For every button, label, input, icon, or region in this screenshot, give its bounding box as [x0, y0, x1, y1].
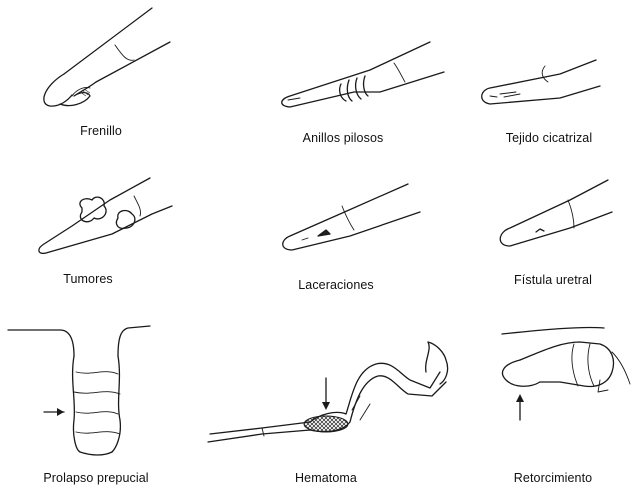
label-laceraciones: Laceraciones [298, 278, 374, 292]
laceraciones-drawing [283, 184, 420, 250]
label-frenillo: Frenillo [80, 124, 122, 138]
label-tumores: Tumores [63, 272, 113, 286]
retorcimiento-drawing [502, 327, 630, 420]
tumores-drawing [39, 178, 172, 253]
fistula-drawing [500, 180, 612, 246]
hematoma-drawing [208, 342, 448, 442]
label-hematoma: Hematoma [295, 471, 357, 485]
anillos-drawing [282, 42, 444, 107]
prolapso-drawing [8, 326, 150, 455]
label-prolapso-prepucial: Prolapso prepucial [43, 471, 148, 485]
label-tejido-cicatrizal: Tejido cicatrizal [506, 131, 592, 145]
label-anillos-pilosos: Anillos pilosos [303, 131, 384, 145]
tejido-drawing [482, 60, 600, 104]
frenillo-drawing [44, 8, 170, 106]
label-fistula-uretral: Fístula uretral [514, 273, 592, 287]
label-retorcimiento: Retorcimiento [514, 471, 592, 485]
